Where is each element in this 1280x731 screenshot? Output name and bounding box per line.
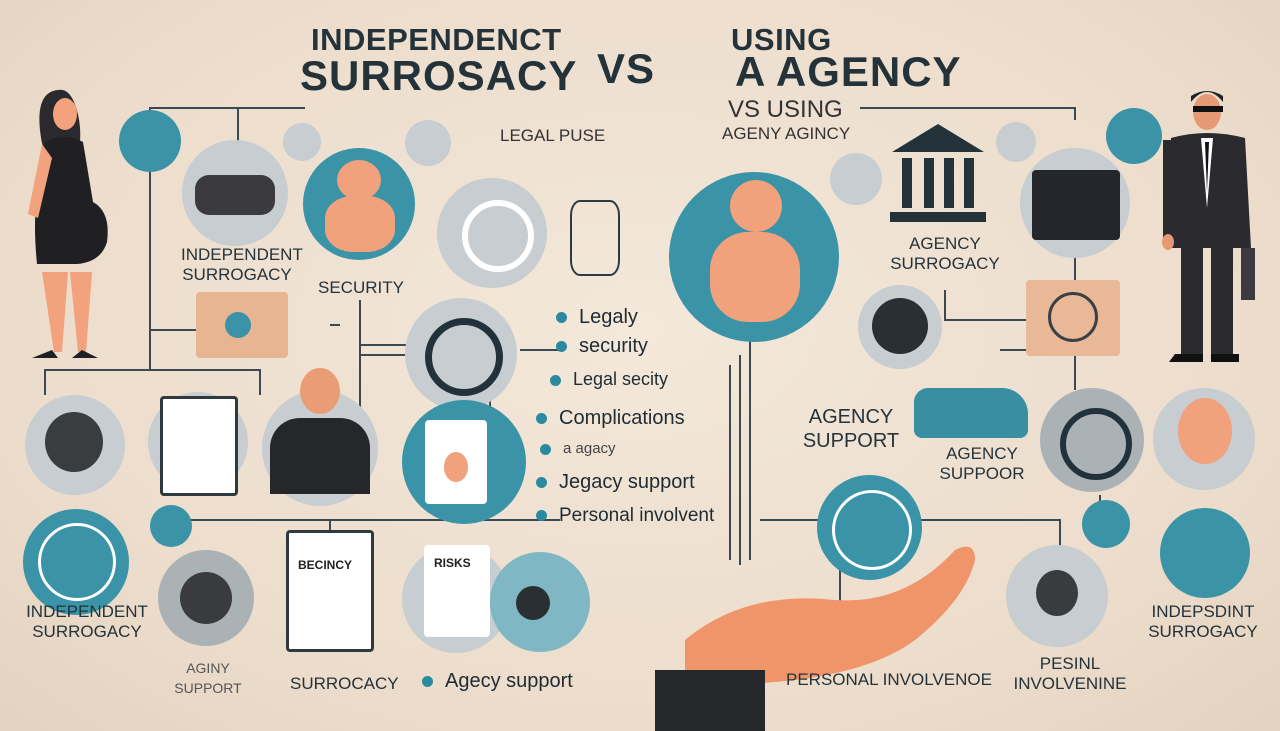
list-item-security: security <box>556 335 648 358</box>
question-icon <box>1082 500 1130 548</box>
list-item-jegacy: Jegacy support <box>536 471 695 494</box>
dollar-icon-right <box>996 122 1036 162</box>
title-right-line2: A AGENCY <box>735 48 962 95</box>
list-text: Legaly <box>579 306 638 328</box>
pregnant-woman-icon <box>28 89 108 358</box>
label-agency-surrogacy: AGENCY SURROGACY <box>890 234 1000 273</box>
list-text: a agacy <box>563 440 616 457</box>
label-agency-suppoor: AGENCY SUPPOOR <box>939 444 1025 483</box>
hand-icon-small <box>150 505 192 547</box>
contract-label: BECINCY <box>298 558 353 572</box>
baby-head-large-icon <box>730 180 782 232</box>
label-personal-involvenoe: PERSONAL INVOLVENOE <box>786 670 992 689</box>
list-text: Legal secity <box>573 369 669 389</box>
briefcase-icon <box>1032 170 1120 240</box>
list-item-legal-secity: Legal secity <box>550 369 668 390</box>
list-text: Jegacy support <box>559 471 695 493</box>
globe-icon-left <box>38 523 116 601</box>
title-left-line2: SURROSACY <box>300 52 578 99</box>
bullet-dot <box>422 676 433 688</box>
prohibited-icon <box>1048 292 1098 342</box>
hands-icon <box>1036 570 1078 616</box>
list-text: security <box>579 335 648 357</box>
label-independent-top: INDEPENDENT SURROGACY <box>181 245 303 284</box>
gear-icon <box>872 298 928 354</box>
bullet-dot <box>556 341 567 353</box>
title-left-line1: INDEPENDENCT <box>311 22 562 57</box>
globe-circle-far-right <box>1160 508 1250 598</box>
bullet-dot <box>540 443 551 455</box>
bank-icon <box>890 124 986 222</box>
subtitle-legal: LEGAL PUSE <box>500 126 606 145</box>
device-icon <box>195 175 275 215</box>
star-line-icon <box>570 200 620 276</box>
label-security: SECURITY <box>318 278 404 297</box>
contract-icon <box>286 530 374 652</box>
list-text: Complications <box>559 407 685 429</box>
globe-icon-bottom <box>832 490 912 570</box>
globe-icon-right <box>1106 108 1162 164</box>
lawyer-head-icon <box>300 368 340 414</box>
woman-face-icon <box>1178 398 1232 464</box>
baby-body-large-icon <box>710 232 800 322</box>
risks-label: RISKS <box>434 556 471 570</box>
bullet-dot <box>556 312 567 324</box>
label-independent-left: INDEPENDENT SURROGACY <box>26 602 148 641</box>
subtitle-agenty: AGENY AGINCY <box>722 124 851 143</box>
label-indepsdint: INDEPSDINT SURROGACY <box>1148 602 1258 641</box>
list-item-personal: Personal involvent <box>536 505 714 527</box>
hand-icon <box>405 120 451 166</box>
label-surrocacy: SURROCACY <box>290 674 399 693</box>
businessman-icon <box>1162 91 1255 362</box>
list-text: Agecy support <box>445 670 573 692</box>
lawyer-suit-icon <box>270 418 370 494</box>
title-right-line1: USING <box>731 22 832 57</box>
globe-icon-small <box>119 110 181 172</box>
label-pesinl: PESINL INVOLVENINE <box>1013 654 1127 693</box>
subtitle-vs-using: VS USING <box>728 96 843 123</box>
compass-icon <box>425 318 503 396</box>
biohazard-icon <box>462 200 534 272</box>
baby-head-icon <box>337 160 381 200</box>
bullet-dot <box>550 374 561 386</box>
document-embryo-icon <box>444 452 468 482</box>
label-aginy-support: AGINY SUPPORT <box>174 660 242 696</box>
bullet-dot <box>536 477 547 489</box>
id-photo-icon <box>225 312 251 338</box>
title-vs: VS <box>597 45 656 92</box>
car-icon <box>914 388 1028 438</box>
list-text: Personal involvent <box>559 505 715 526</box>
bullet-dot <box>536 413 547 425</box>
list-item-legaly: Legaly <box>556 306 638 329</box>
no-entry-icon <box>1060 408 1132 480</box>
list-item-complications: Complications <box>536 407 685 430</box>
clipboard-icon <box>160 396 238 496</box>
label-agency-support: AGENCY SUPPORT <box>802 406 900 452</box>
bottom-item-agecy-support: Agecy support <box>422 670 573 693</box>
medal-icon <box>180 572 232 624</box>
woman-portrait-icon <box>45 412 103 472</box>
list-item-a-agacy: a agacy <box>540 440 616 457</box>
gear-icon-left <box>516 586 550 620</box>
dollar-icon <box>283 123 321 161</box>
money-hand-icon <box>830 153 882 205</box>
open-hand-icon <box>655 546 975 731</box>
risks-doc-icon <box>424 545 490 637</box>
bullet-dot <box>536 510 547 522</box>
baby-body-icon <box>325 196 395 252</box>
